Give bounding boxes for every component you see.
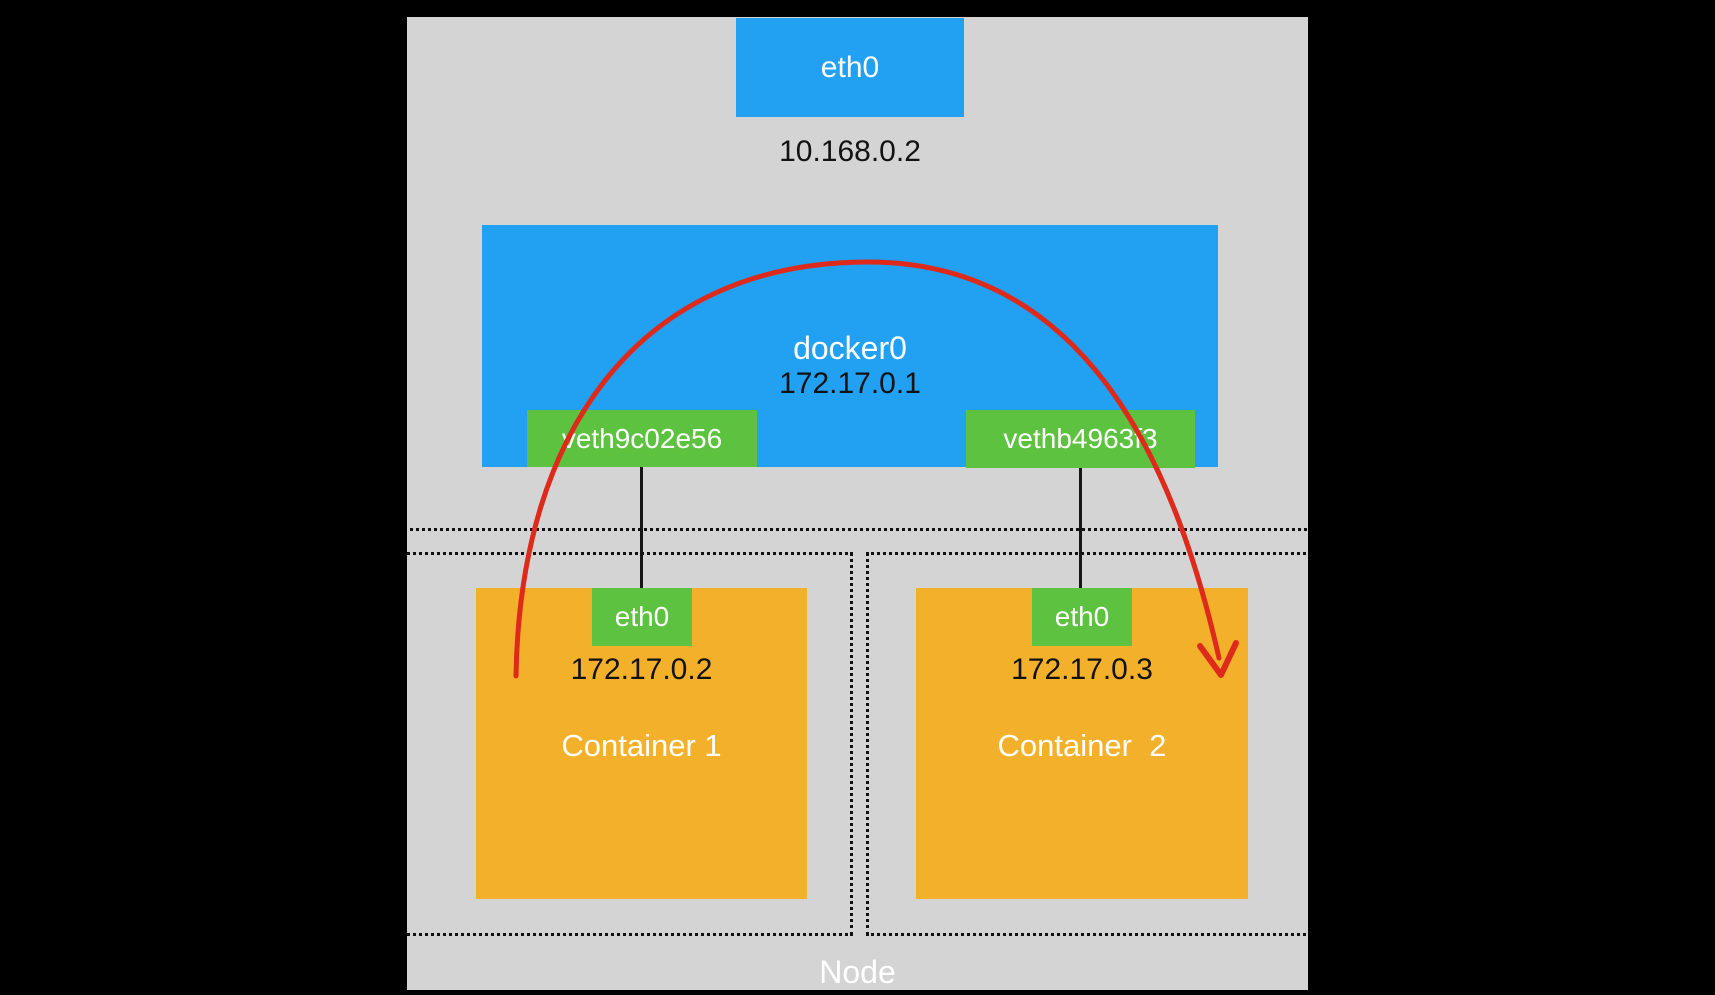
host-eth0-box: eth0 bbox=[736, 18, 964, 117]
docker0-ip-label: 172.17.0.1 bbox=[779, 367, 921, 400]
container1-box: eth0 172.17.0.2 Container 1 bbox=[476, 588, 807, 899]
node-label: Node bbox=[819, 954, 896, 990]
veth2-box: vethb4963f3 bbox=[966, 410, 1195, 468]
veth1-box: veth9c02e56 bbox=[527, 410, 757, 467]
node-box: eth0 10.168.0.2 docker0 172.17.0.1 veth9… bbox=[407, 17, 1308, 990]
host-eth0-label: eth0 bbox=[820, 50, 880, 84]
container2-eth0-box: eth0 bbox=[1032, 588, 1132, 646]
host-ip-label: 10.168.0.2 bbox=[779, 135, 921, 168]
container1-name-label: Container 1 bbox=[561, 728, 722, 763]
docker0-name-label: docker0 bbox=[793, 330, 907, 366]
container2-ip-label: 172.17.0.3 bbox=[1011, 653, 1153, 686]
container1-eth0-box: eth0 bbox=[592, 588, 692, 646]
container2-box: eth0 172.17.0.3 Container 2 bbox=[916, 588, 1248, 899]
container2-name-label: Container 2 bbox=[997, 728, 1167, 763]
container1-ip-label: 172.17.0.2 bbox=[570, 653, 713, 686]
host-namespace-boundary-line bbox=[407, 528, 1308, 531]
